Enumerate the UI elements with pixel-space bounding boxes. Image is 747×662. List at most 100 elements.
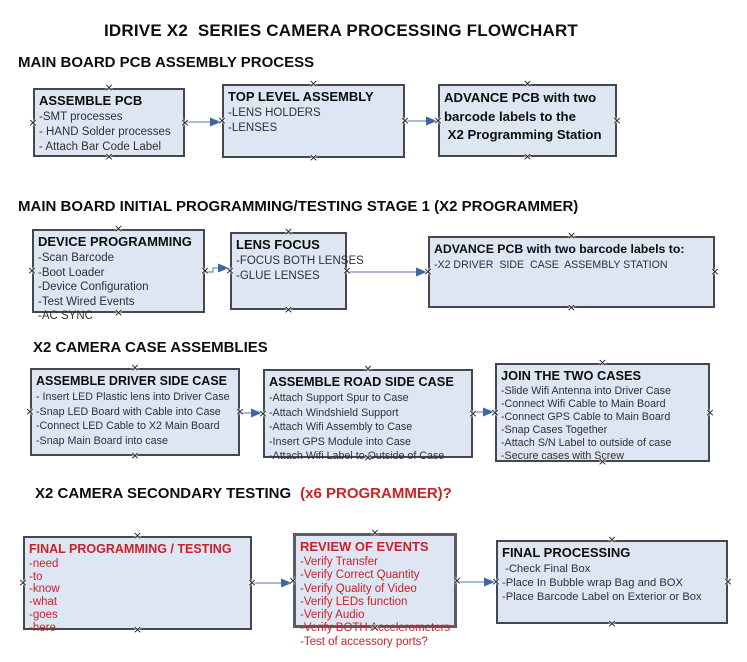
box-item: -Verify BOTH Accelerometers — [300, 622, 451, 635]
box-item: -Snap Cases Together — [501, 424, 608, 436]
connection-handle-icon: × — [283, 224, 294, 238]
box-item: -Boot Loader — [38, 266, 105, 279]
arrowhead-icon — [426, 116, 437, 126]
box-item: -SMT processes — [39, 111, 123, 123]
advance-pcb-to-case-assembly-box[interactable]: ADVANCE PCB with two barcode labels to: -… — [428, 236, 715, 308]
section-heading-initial-programming: MAIN BOARD INITIAL PROGRAMMING/TESTING S… — [18, 198, 578, 215]
connection-handle-icon: × — [180, 115, 190, 129]
connection-handle-icon: × — [113, 221, 124, 235]
connection-handle-icon: × — [400, 113, 410, 127]
box-item: -what — [29, 596, 58, 609]
box-items: - Insert LED Plastic lens into Driver Ca… — [36, 390, 234, 448]
box-item: -Connect LED Cable to X2 Main Board — [36, 420, 220, 433]
arrow-final-programming-to-review[interactable] — [252, 578, 292, 588]
box-items: -Attach Support Spur to Case-Attach Wind… — [269, 391, 467, 464]
box-item: -Attach Wifi Assembly to Case — [269, 421, 413, 434]
connection-handle-icon: × — [132, 528, 143, 542]
box-item: -Verify LEDs function — [300, 595, 408, 608]
box-title-line: ADVANCE PCB with two — [444, 90, 597, 105]
box-item: -know — [29, 583, 60, 596]
box-item: - Attach Bar Code Label — [39, 141, 162, 153]
box-item: -Verify Correct Quantity — [300, 569, 420, 582]
assemble-driver-side-case-box[interactable]: ASSEMBLE DRIVER SIDE CASE- Insert LED Pl… — [30, 368, 240, 456]
connection-handle-icon: × — [308, 150, 319, 164]
connection-handle-icon: × — [258, 406, 268, 420]
final-programming-testing-box[interactable]: FINAL PROGRAMMING / TESTING-need-to-know… — [23, 536, 252, 634]
box-items: -Check Final Box-Place In Bubble wrap Ba… — [502, 562, 722, 604]
connection-handle-icon: × — [607, 532, 617, 546]
box-item: -Verify Transfer — [300, 556, 378, 568]
box-item: -LENS HOLDERS — [228, 107, 321, 119]
box-item: -Test of accessory ports? — [300, 635, 428, 648]
arrow-device-programming-to-lens-focus[interactable] — [205, 263, 229, 273]
section-heading-pcb-assembly: MAIN BOARD PCB ASSEMBLY PROCESS — [18, 54, 314, 71]
connection-handle-icon: × — [308, 76, 319, 90]
box-title: ASSEMBLE PCB — [39, 93, 143, 108]
box-item: -Attach Wifi Label to Outside of Case — [269, 450, 445, 463]
top-level-assembly-box[interactable]: TOP LEVEL ASSEMBLY-LENS HOLDERS-LENSES — [222, 84, 405, 158]
box-title: DEVICE PROGRAMMING — [38, 234, 192, 249]
box-item: -X2 DRIVER SIDE CASE ASSEMBLY STATION — [434, 259, 668, 271]
final-processing-box[interactable]: FINAL PROCESSING -Check Final Box-Place … — [496, 540, 728, 624]
arrow-review-to-final-processing[interactable] — [457, 577, 495, 587]
connection-handle-icon: × — [288, 573, 298, 587]
connection-handle-icon: × — [363, 361, 373, 375]
box-item: -Snap Main Board into case — [36, 434, 168, 447]
assemble-road-side-case-box[interactable]: ASSEMBLE ROAD SIDE CASE-Attach Support S… — [263, 369, 473, 462]
box-item: -Attach Support Spur to Case — [269, 392, 409, 404]
box-item: -Place Barcode Label on Exterior or Box — [502, 591, 702, 603]
arrow-lens-focus-to-advance-pcb[interactable] — [347, 267, 427, 277]
box-items: -need-to-know-what-goes-here — [29, 558, 246, 634]
device-programming-box[interactable]: DEVICE PROGRAMMING -Scan Barcode -Boot Loa… — [32, 229, 205, 322]
section-heading-text: MAIN BOARD PCB ASSEMBLY PROCESS — [18, 54, 315, 71]
connection-handle-icon: × — [522, 149, 533, 163]
connection-handle-icon: × — [612, 113, 622, 127]
box-title: ADVANCE PCB with two barcode labels to: — [434, 242, 685, 256]
box-item: -Connect GPS Cable to Main Board — [501, 411, 671, 423]
arrowhead-icon — [416, 267, 427, 277]
lens-focus-box[interactable]: LENS FOCUS-FOCUS BOTH LENSES-GLUE LENSES — [230, 232, 364, 310]
section-heading-secondary-testing: X2 CAMERA SECONDARY TESTING(x6 PROGRAMME… — [35, 485, 452, 502]
connection-handle-icon: × — [597, 355, 608, 369]
box-item: -Secure cases with Screw — [501, 450, 624, 462]
connection-handle-icon: × — [370, 620, 380, 634]
arrow-top-level-to-advance-pcb[interactable] — [405, 116, 437, 126]
connection-handle-icon: × — [363, 450, 373, 464]
connection-handle-icon: × — [342, 263, 352, 277]
arrow-assemble-pcb-to-top-level[interactable] — [185, 117, 221, 127]
review-of-events-box[interactable]: REVIEW OF EVENTS-Verify Transfer-Verify … — [293, 533, 457, 648]
arrowhead-icon — [281, 578, 292, 588]
arrow-driver-case-to-road-case[interactable] — [240, 408, 262, 418]
connection-handle-icon: × — [468, 406, 478, 420]
connection-handle-icon: × — [27, 263, 37, 277]
box-title: FINAL PROCESSING — [502, 545, 631, 560]
box-items: -Verify Transfer-Verify Correct Quantity… — [300, 556, 450, 649]
box-item: -to — [29, 570, 43, 583]
connection-handle-icon: × — [597, 454, 608, 468]
connection-handle-icon: × — [705, 405, 715, 419]
box-item: -need — [29, 558, 59, 570]
join-the-two-cases-box[interactable]: JOIN THE TWO CASES-Slide Wifi Antenna in… — [495, 363, 710, 462]
connection-handle-icon: × — [104, 80, 114, 94]
arrowhead-icon — [218, 263, 229, 273]
box-item: -Verify Audio — [300, 609, 365, 622]
box-item: -Slide Wifi Antenna into Driver Case — [501, 385, 671, 397]
arrow-road-case-to-join-cases[interactable] — [473, 407, 494, 417]
section-heading-case-assemblies: X2 CAMERA CASE ASSEMBLIES — [33, 339, 268, 356]
arrowhead-icon — [483, 407, 494, 417]
page-title: IDRIVE X2 SERIES CAMERA PROCESSING FLOWC… — [103, 21, 579, 40]
connection-handle-icon: × — [452, 573, 462, 587]
connection-handle-icon: × — [566, 228, 577, 242]
box-item: -Scan Barcode — [38, 252, 115, 264]
connection-handle-icon: × — [283, 302, 294, 316]
box-title: LENS FOCUS — [236, 237, 320, 252]
connection-handle-icon: × — [25, 404, 35, 418]
connection-handle-icon: × — [723, 574, 733, 588]
connection-handle-icon: × — [130, 360, 140, 374]
box-items: -SMT processes- HAND Solder processes- A… — [39, 110, 179, 155]
box-item: -AC SYNC — [38, 310, 93, 322]
assemble-pcb-box[interactable]: ASSEMBLE PCB -SMT processes- HAND Solder … — [33, 88, 185, 157]
connection-handle-icon: × — [130, 448, 140, 462]
box-item: -here — [29, 621, 56, 634]
